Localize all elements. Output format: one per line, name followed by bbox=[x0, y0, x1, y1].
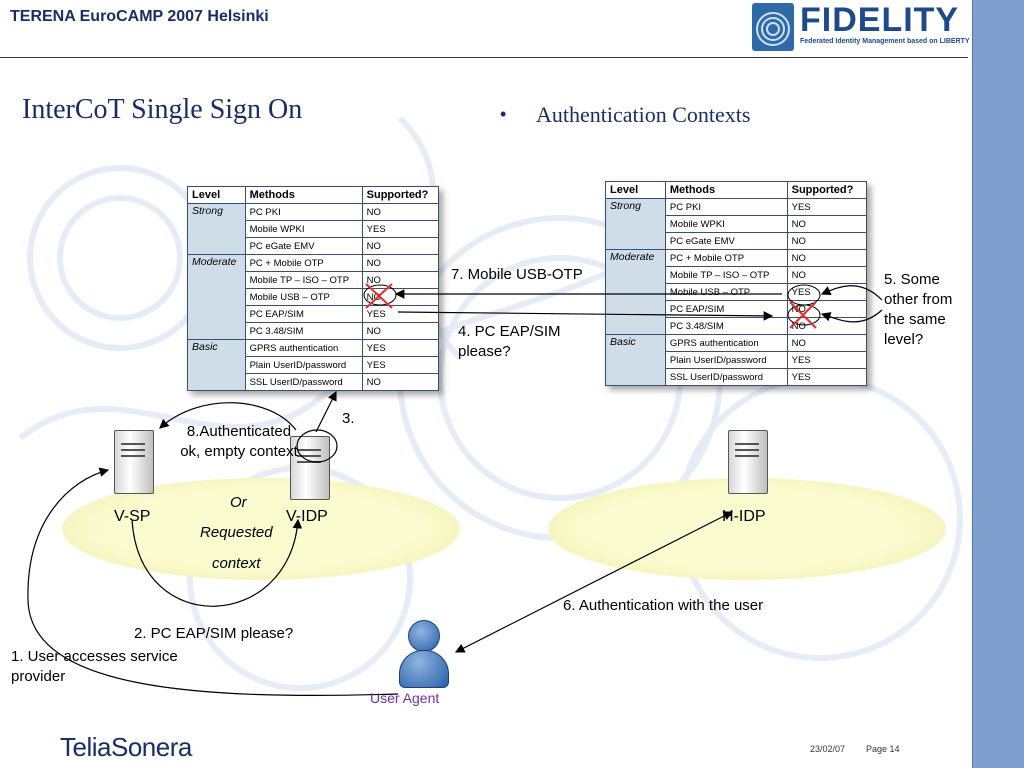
fingerprint-icon bbox=[752, 3, 794, 51]
header-level: Level bbox=[605, 181, 666, 199]
supported-cell: NO bbox=[361, 373, 440, 391]
left-cross-mark-icon bbox=[365, 283, 393, 309]
header-divider bbox=[0, 57, 968, 58]
header-methods: Methods bbox=[664, 181, 788, 199]
arrow-same-level-2 bbox=[820, 309, 883, 323]
step-8-context: context bbox=[212, 555, 261, 572]
bullet-authentication-contexts: Authentication Contexts bbox=[536, 102, 751, 127]
visited-domain-ellipse bbox=[62, 478, 460, 580]
step-5-label: 5. Some other from the same level? bbox=[884, 271, 953, 348]
node-label-vsp: V-SP bbox=[114, 508, 151, 525]
header-supported: Supported? bbox=[786, 181, 868, 199]
bullet-dot: • bbox=[500, 104, 507, 124]
arrow-vidp-to-vsp bbox=[159, 402, 297, 431]
vsp-server-icon bbox=[114, 430, 154, 494]
node-label-user-agent: User Agent bbox=[370, 690, 440, 706]
step-1-label: 1. User accesses service provider bbox=[11, 648, 178, 685]
supported-cell: NO bbox=[786, 249, 868, 267]
step-3-label: 3. bbox=[342, 410, 355, 427]
step-2-label: 2. PC EAP/SIM please? bbox=[134, 625, 294, 642]
logo-tagline: Federated Identity Management based on L… bbox=[800, 38, 970, 45]
vidp-highlight-circle bbox=[296, 429, 338, 463]
right-cross-mark-icon bbox=[789, 301, 817, 329]
step-4-label: 4. PC EAP/SIM please? bbox=[458, 323, 561, 360]
step-8-label: 8.Authenticated ok, empty context bbox=[180, 423, 298, 460]
level-cell: Strong bbox=[605, 198, 666, 250]
level-cell: Moderate bbox=[605, 249, 666, 335]
right-accent-bar bbox=[972, 0, 1024, 768]
step-8-requested: Requested bbox=[200, 524, 273, 541]
slide-title: InterCoT Single Sign On bbox=[22, 94, 303, 125]
right-no-circle bbox=[787, 304, 821, 326]
node-label-hidp: H-IDP bbox=[722, 508, 766, 525]
hidp-server-icon bbox=[728, 430, 768, 494]
arrow-eap-sim-request bbox=[397, 311, 774, 321]
user-agent-head-icon bbox=[408, 620, 440, 652]
arrow-same-level bbox=[820, 285, 883, 301]
arrow-vsp-to-vidp bbox=[131, 518, 303, 607]
left-no-circle bbox=[363, 284, 397, 306]
method-cell: SSL UserID/password bbox=[244, 373, 363, 391]
level-cell: Basic bbox=[605, 334, 666, 386]
header-methods: Methods bbox=[244, 186, 363, 204]
header-title: TERENA EuroCAMP 2007 Helsinki bbox=[10, 8, 269, 25]
arrow-user-to-vsp bbox=[27, 467, 399, 696]
supported-cell: YES bbox=[786, 368, 868, 386]
header-level: Level bbox=[187, 186, 246, 204]
arrow-user-hidp bbox=[454, 511, 734, 653]
arrow-vidp-to-table bbox=[315, 390, 337, 433]
header-supported: Supported? bbox=[361, 186, 440, 204]
teliasonera-logo: TeliaSonera bbox=[60, 732, 192, 762]
step-7-label: 7. Mobile USB-OTP bbox=[451, 266, 583, 283]
step-8-or: Or bbox=[230, 494, 247, 511]
logo-wordmark: FIDELITY bbox=[800, 1, 960, 39]
flow-arrows bbox=[27, 283, 883, 696]
footer-page-number: Page 14 bbox=[866, 744, 900, 754]
user-agent-body-icon bbox=[399, 650, 449, 688]
fidelity-logo: FIDELITY Federated Identity Management b… bbox=[752, 1, 970, 53]
node-label-vidp: V-IDP bbox=[286, 508, 328, 525]
level-cell: Moderate bbox=[187, 254, 246, 340]
step-6-label: 6. Authentication with the user bbox=[563, 597, 764, 614]
footer-date: 23/02/07 bbox=[810, 744, 846, 754]
